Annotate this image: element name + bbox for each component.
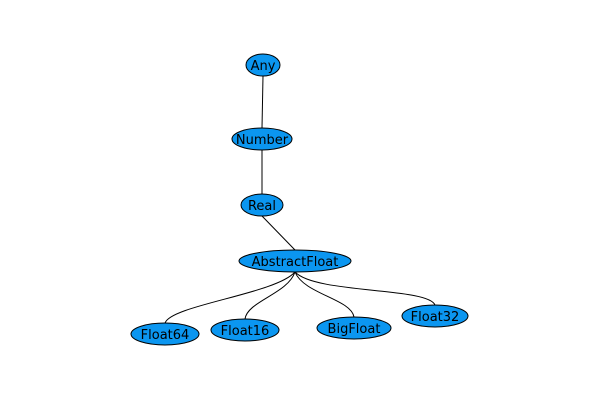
edge-any-number	[261, 75, 264, 129]
node-abstractfloat-label: AbstractFloat	[252, 255, 339, 270]
node-real-label: Real	[248, 199, 276, 214]
node-any-ellipse	[245, 53, 281, 77]
node-real: Real	[240, 193, 284, 217]
node-float32-label: Float32	[411, 310, 460, 325]
edge-abstractfloat-float64	[164, 271, 296, 324]
node-any: Any	[245, 53, 281, 77]
node-float64-ellipse	[130, 322, 200, 346]
edge-abstractfloat-float32	[294, 271, 436, 306]
node-any-label: Any	[251, 59, 276, 74]
node-number-ellipse	[231, 127, 293, 151]
node-number: Number	[231, 127, 293, 151]
edge-abstractfloat-bigfloat	[294, 271, 355, 318]
node-real-ellipse	[240, 193, 284, 217]
node-bigfloat-ellipse	[316, 316, 392, 340]
edges-layer	[164, 75, 436, 324]
node-float16: Float16	[210, 318, 280, 342]
node-float32-ellipse	[401, 304, 469, 328]
node-float64: Float64	[130, 322, 200, 346]
node-float16-ellipse	[210, 318, 280, 342]
edge-abstractfloat-float16	[244, 271, 296, 320]
node-float64-label: Float64	[141, 328, 190, 343]
node-abstractfloat: AbstractFloat	[238, 249, 352, 273]
node-abstractfloat-ellipse	[238, 249, 352, 273]
node-float16-label: Float16	[221, 324, 270, 339]
node-number-label: Number	[236, 133, 289, 148]
edge-real-abstractfloat	[261, 215, 296, 251]
node-float32: Float32	[401, 304, 469, 328]
node-bigfloat: BigFloat	[316, 316, 392, 340]
node-bigfloat-label: BigFloat	[328, 322, 381, 337]
